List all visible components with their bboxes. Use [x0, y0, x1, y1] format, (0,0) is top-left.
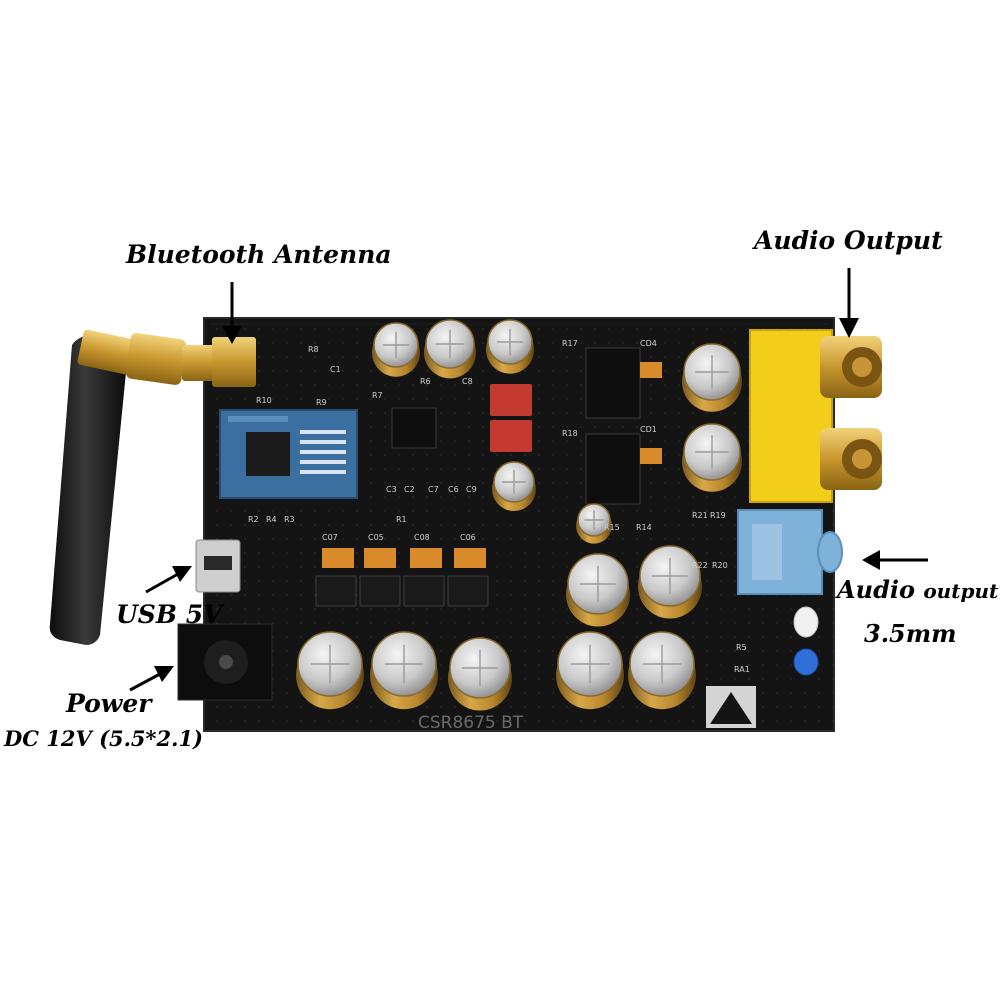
arrow-bluetooth-antenna [222, 282, 242, 344]
capacitor-vent [695, 355, 729, 389]
capacitor-vent [502, 470, 526, 494]
component-label: C3 [386, 485, 397, 494]
arrow-audio-jack [862, 550, 928, 570]
component-label: CD4 [640, 339, 657, 348]
esd-warning-icon [706, 686, 756, 728]
component-label: R15 [604, 523, 620, 532]
label-power: Power [66, 689, 152, 718]
component-label: R9 [316, 398, 327, 407]
component-label: R7 [372, 391, 383, 400]
component-label: C05 [368, 533, 384, 542]
component-label: C07 [322, 533, 338, 542]
component-label: R4 [266, 515, 277, 524]
capacitor-vent [695, 435, 729, 469]
component-label: R17 [562, 339, 578, 348]
capacitor-vent [496, 328, 524, 356]
component-label: C7 [428, 485, 439, 494]
arrow-audio-output [839, 268, 859, 338]
audio-jack-3-5mm [737, 509, 843, 595]
label-power-spec: DC 12V (5.5*2.1) [4, 726, 203, 751]
antenna [49, 329, 256, 645]
component-label: C9 [466, 485, 477, 494]
component-label: CD1 [640, 425, 657, 434]
leds [793, 606, 819, 676]
component-label: R1 [396, 515, 407, 524]
component-label: R14 [636, 523, 652, 532]
capacitor-vent [570, 644, 610, 684]
chips [391, 347, 641, 505]
bluetooth-module [219, 409, 358, 499]
capacitor-vent [382, 331, 410, 359]
electrolytic-capacitors [296, 319, 742, 711]
label-audio-output: Audio Output [754, 226, 943, 255]
callout-arrows [129, 268, 928, 692]
label-bluetooth-antenna: Bluetooth Antenna [126, 240, 392, 269]
capacitor-vent [310, 644, 350, 684]
arrow-power [129, 666, 174, 692]
component-label: R22 [692, 561, 708, 570]
capacitor-vent [652, 558, 688, 594]
label-audio-jack-word1: Audio [837, 575, 915, 604]
capacitor-vent [462, 650, 498, 686]
rca-jacks [749, 329, 882, 503]
arrow-usb [145, 566, 192, 594]
component-label: R19 [710, 511, 726, 520]
component-label: C8 [462, 377, 473, 386]
component-label: R8 [308, 345, 319, 354]
component-label: R18 [562, 429, 578, 438]
capacitor-vent [642, 644, 682, 684]
component-label: C06 [460, 533, 476, 542]
component-label: R3 [284, 515, 295, 524]
film-capacitors [490, 384, 532, 452]
component-label: R20 [712, 561, 728, 570]
usb-port [195, 539, 241, 593]
capacitor-vent [435, 329, 465, 359]
board-silkscreen: CSR8675 BT [418, 713, 524, 733]
component-label: R5 [736, 643, 747, 652]
component-label: R2 [248, 515, 259, 524]
label-usb: USB 5V [116, 600, 223, 629]
component-label: C1 [330, 365, 341, 374]
power-jack [177, 623, 273, 701]
capacitor-vent [580, 566, 616, 602]
component-label: R21 [692, 511, 708, 520]
capacitor-vent [584, 510, 604, 530]
component-label: RA1 [734, 665, 750, 674]
component-label: C2 [404, 485, 415, 494]
component-label: R10 [256, 396, 272, 405]
smd-capacitors [315, 362, 662, 607]
component-label: R6 [420, 377, 431, 386]
capacitor-vent [384, 644, 424, 684]
component-label: C08 [414, 533, 430, 542]
component-label: C6 [448, 485, 459, 494]
label-audio-jack-word2: output [923, 579, 999, 603]
label-audio-jack-size: 3.5mm [864, 619, 957, 648]
label-audio-jack: Audio output [837, 578, 998, 602]
